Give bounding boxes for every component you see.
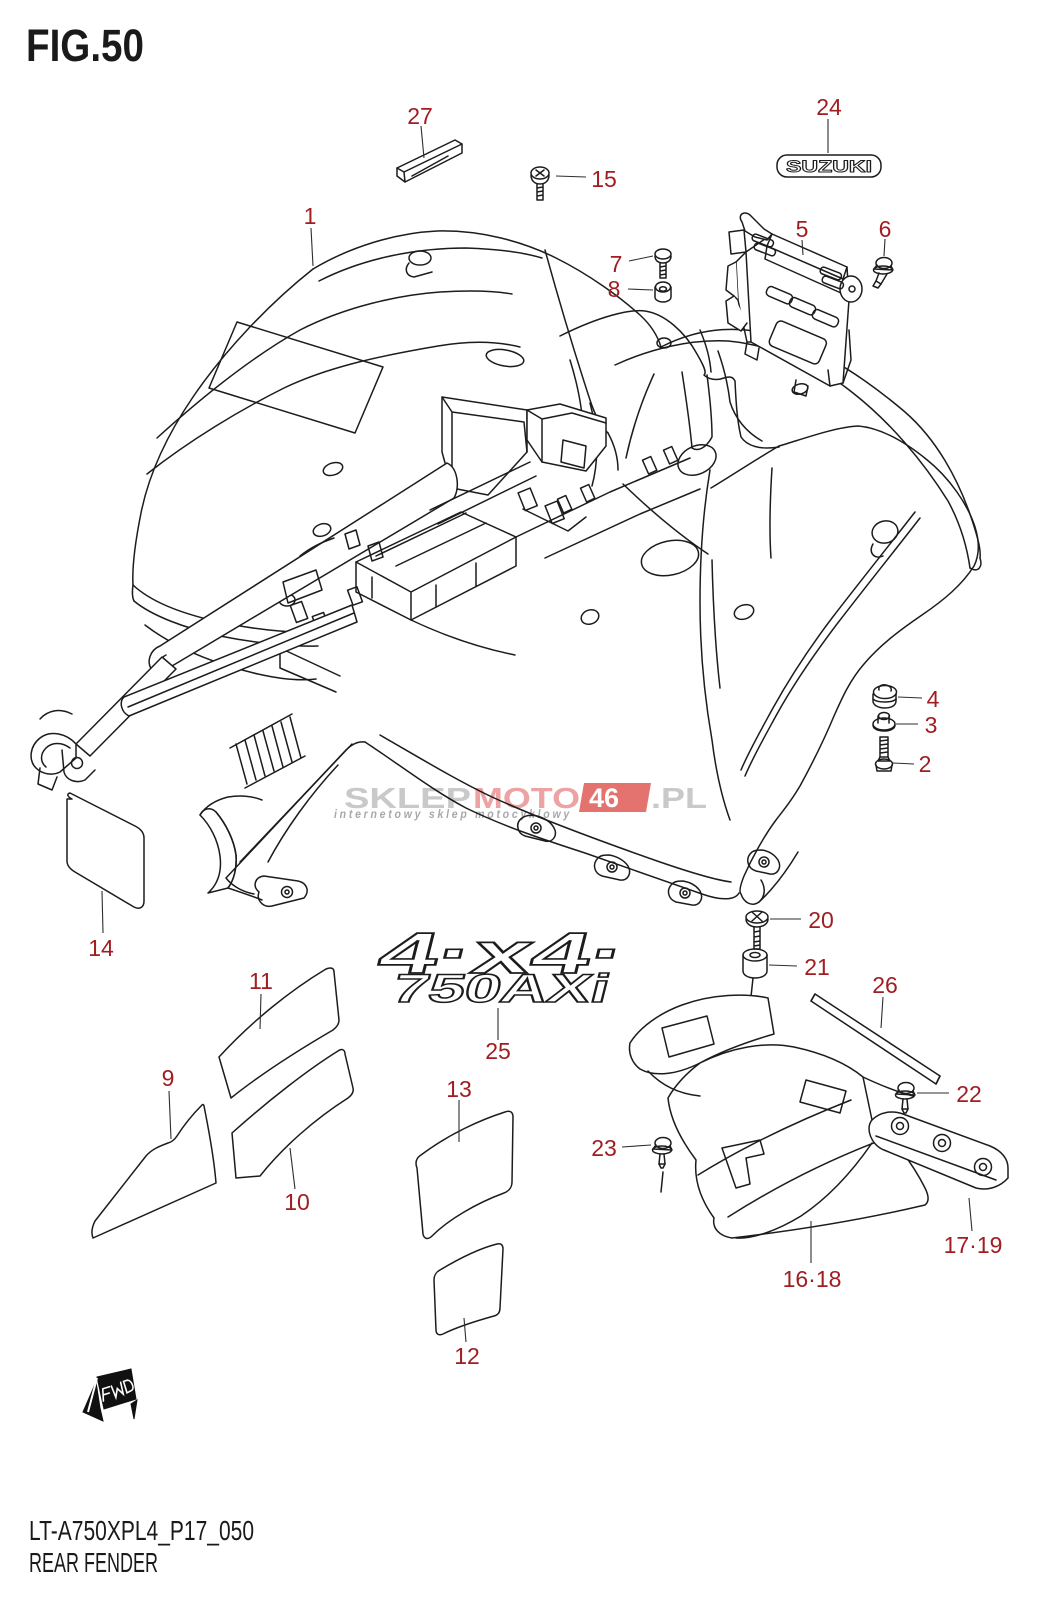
svg-text:25: 25: [485, 1038, 511, 1064]
svg-text:20: 20: [808, 907, 834, 933]
svg-text:1: 1: [304, 203, 317, 229]
svg-text:REAR FENDER: REAR FENDER: [29, 1547, 158, 1578]
svg-text:internetowy sklep motocyklowy: internetowy sklep motocyklowy: [334, 809, 572, 821]
svg-text:9: 9: [162, 1065, 175, 1091]
svg-text:13: 13: [446, 1076, 472, 1102]
svg-text:.PL: .PL: [651, 783, 707, 815]
svg-text:11: 11: [249, 968, 273, 994]
svg-text:3: 3: [925, 712, 938, 738]
svg-text:16·18: 16·18: [783, 1266, 842, 1292]
svg-text:23: 23: [591, 1135, 617, 1161]
svg-text:10: 10: [284, 1189, 310, 1215]
svg-text:22: 22: [956, 1081, 982, 1107]
svg-text:7: 7: [610, 251, 623, 277]
svg-text:8: 8: [608, 276, 621, 302]
svg-text:24: 24: [816, 94, 842, 120]
svg-text:14: 14: [88, 935, 114, 961]
svg-text:4·x4·: 4·x4·: [372, 922, 634, 986]
svg-text:FIG.50: FIG.50: [26, 20, 144, 71]
svg-text:17·19: 17·19: [944, 1232, 1003, 1258]
svg-text:750AXi: 750AXi: [388, 966, 615, 1011]
svg-text:4: 4: [927, 686, 940, 712]
svg-text:21: 21: [804, 954, 830, 980]
svg-text:15: 15: [591, 166, 617, 192]
svg-text:46: 46: [589, 783, 619, 813]
svg-text:27: 27: [407, 103, 433, 129]
svg-text:SUZUKI: SUZUKI: [786, 157, 872, 176]
svg-text:6: 6: [879, 216, 892, 242]
svg-text:12: 12: [454, 1343, 480, 1369]
svg-text:26: 26: [872, 972, 898, 998]
svg-text:MOTO: MOTO: [473, 783, 580, 815]
svg-text:5: 5: [796, 216, 809, 242]
svg-text:LT-A750XPL4_P17_050: LT-A750XPL4_P17_050: [29, 1515, 254, 1546]
svg-text:2: 2: [919, 751, 932, 777]
